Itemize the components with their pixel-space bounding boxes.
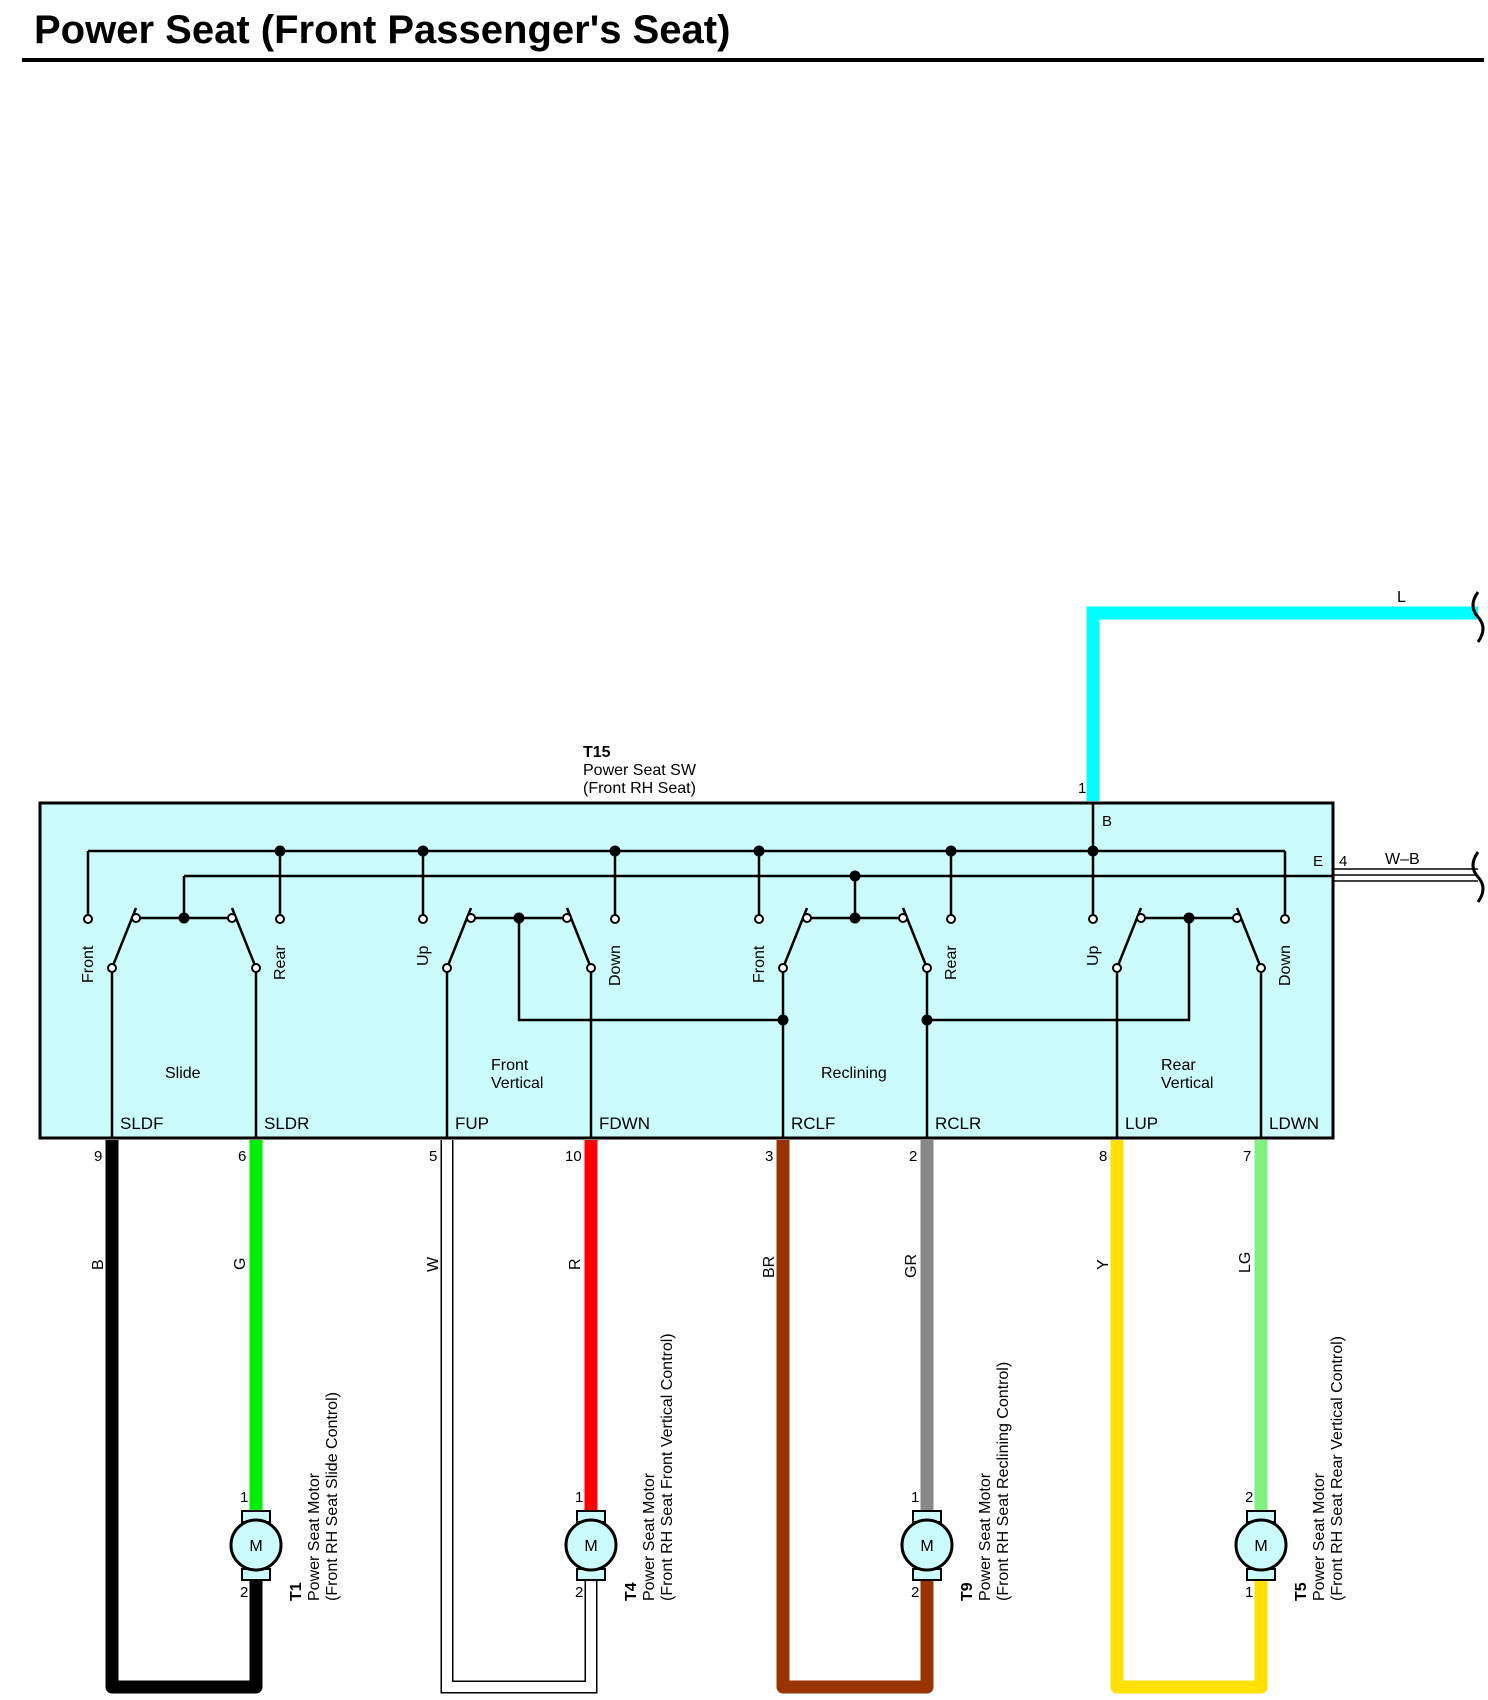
motor-t5: M <box>1234 1510 1288 1581</box>
motor-t4-pin-bottom: 2 <box>575 1584 583 1601</box>
ground-wire: W–B <box>1333 851 1485 903</box>
terminal-fup-label: FUP <box>455 1114 489 1133</box>
front-vertical-down-label: Down <box>607 945 624 986</box>
motor-t1-symbol: M <box>249 1538 262 1555</box>
motor-t9-desc: (Front RH Seat Reclining Control) <box>995 1362 1012 1601</box>
terminal-rclr-label: RCLR <box>935 1114 981 1133</box>
group-front-vertical-label-1: Front <box>491 1057 529 1074</box>
motor-t9-pin-top: 1 <box>911 1489 919 1506</box>
group-rear-vertical-label-1: Rear <box>1161 1057 1196 1074</box>
pin-fdwn: 10 <box>565 1148 582 1165</box>
terminal-sldr-label: SLDR <box>264 1114 309 1133</box>
motor-t5-pin-bottom: 1 <box>1245 1584 1253 1601</box>
motor-t4-id: T4 <box>623 1582 640 1601</box>
group-reclining-label: Reclining <box>821 1065 887 1082</box>
pin-fup: 5 <box>429 1148 437 1165</box>
motor-t4-desc: (Front RH Seat Front Vertical Control) <box>659 1333 676 1601</box>
pin-rclf: 3 <box>765 1148 773 1165</box>
motor-t9-id: T9 <box>959 1582 976 1601</box>
switch-power-pin: 1 <box>1078 780 1086 797</box>
motor-t5-symbol: M <box>1254 1538 1267 1555</box>
power-wire: L <box>1086 589 1485 801</box>
motor-t1-name: Power Seat Motor <box>306 1472 323 1601</box>
wire-code-fdwn: R <box>567 1258 584 1270</box>
rear-vertical-motor-wires <box>1110 1140 1268 1694</box>
rear-vertical-up-label: Up <box>1085 945 1102 966</box>
motor-t1: M <box>229 1510 283 1581</box>
wire-code-sldf: B <box>90 1259 107 1270</box>
motor-t4-name: Power Seat Motor <box>641 1472 658 1601</box>
power-wire-code: L <box>1397 589 1406 606</box>
pin-rclr: 2 <box>909 1148 917 1165</box>
page-title: Power Seat (Front Passenger's Seat) <box>34 8 731 52</box>
motor-t4-pin-top: 1 <box>575 1489 583 1506</box>
rear-vertical-down-label: Down <box>1277 945 1294 986</box>
switch-id: T15 <box>583 744 611 761</box>
terminal-ldwn-label: LDWN <box>1269 1114 1319 1133</box>
switch-power-label: B <box>1102 813 1112 830</box>
wire-code-rclr: GR <box>903 1254 920 1278</box>
reclining-motor-wires <box>776 1140 934 1694</box>
motor-t9: M <box>900 1510 954 1581</box>
wire-code-rclf: BR <box>761 1256 778 1278</box>
wire-code-ldwn: LG <box>1237 1252 1254 1273</box>
contact-terminals <box>83 913 1290 973</box>
switch-sub: (Front RH Seat) <box>583 780 696 797</box>
motor-t1-pin-top: 1 <box>240 1489 248 1506</box>
slide-front-label: Front <box>80 945 97 983</box>
motor-t5-pin-top: 2 <box>1245 1489 1253 1506</box>
motor-t5-name: Power Seat Motor <box>1311 1472 1328 1601</box>
pin-ldwn: 7 <box>1243 1148 1251 1165</box>
title-rule <box>22 58 1484 62</box>
power-seat-switch-box <box>38 801 1335 1140</box>
motor-t5-desc: (Front RH Seat Rear Vertical Control) <box>1329 1336 1346 1601</box>
motor-t9-pin-bottom: 2 <box>911 1584 919 1601</box>
motor-t4: M <box>564 1510 618 1581</box>
terminal-lup-label: LUP <box>1125 1114 1158 1133</box>
terminal-rclf-label: RCLF <box>791 1114 835 1133</box>
pin-sldf: 9 <box>94 1148 102 1165</box>
pin-lup: 8 <box>1099 1148 1107 1165</box>
group-rear-vertical-label-2: Vertical <box>1161 1075 1213 1092</box>
motor-t4-symbol: M <box>584 1538 597 1555</box>
pin-sldr: 6 <box>238 1148 246 1165</box>
slide-rear-label: Rear <box>272 945 289 980</box>
ground-wire-code: W–B <box>1385 851 1420 868</box>
wire-code-lup: Y <box>1095 1259 1112 1270</box>
group-slide-label: Slide <box>165 1065 201 1082</box>
group-front-vertical-label-2: Vertical <box>491 1075 543 1092</box>
front-vertical-up-label: Up <box>415 945 432 966</box>
switch-ground-pin: 4 <box>1339 853 1347 870</box>
motor-t1-pin-bottom: 2 <box>240 1584 248 1601</box>
switch-name: Power Seat SW <box>583 762 697 779</box>
switch-ground-label: E <box>1313 853 1323 870</box>
motor-t1-desc: (Front RH Seat Slide Control) <box>324 1392 341 1601</box>
slide-motor-wires <box>105 1140 263 1694</box>
motor-t9-name: Power Seat Motor <box>977 1472 994 1601</box>
front-vertical-switch <box>421 851 783 1138</box>
terminal-fdwn-label: FDWN <box>599 1114 650 1133</box>
motor-t5-id: T5 <box>1293 1582 1310 1601</box>
reclining-rear-label: Rear <box>943 945 960 980</box>
front-vertical-motor-wires <box>440 1140 598 1694</box>
motor-t9-symbol: M <box>920 1538 933 1555</box>
wire-code-sldr: G <box>232 1258 249 1270</box>
junction-dots <box>178 845 1195 1026</box>
terminal-sldf-label: SLDF <box>120 1114 163 1133</box>
wire-code-fup: W <box>425 1256 442 1272</box>
reclining-front-label: Front <box>751 945 768 983</box>
motor-t1-id: T1 <box>288 1582 305 1601</box>
